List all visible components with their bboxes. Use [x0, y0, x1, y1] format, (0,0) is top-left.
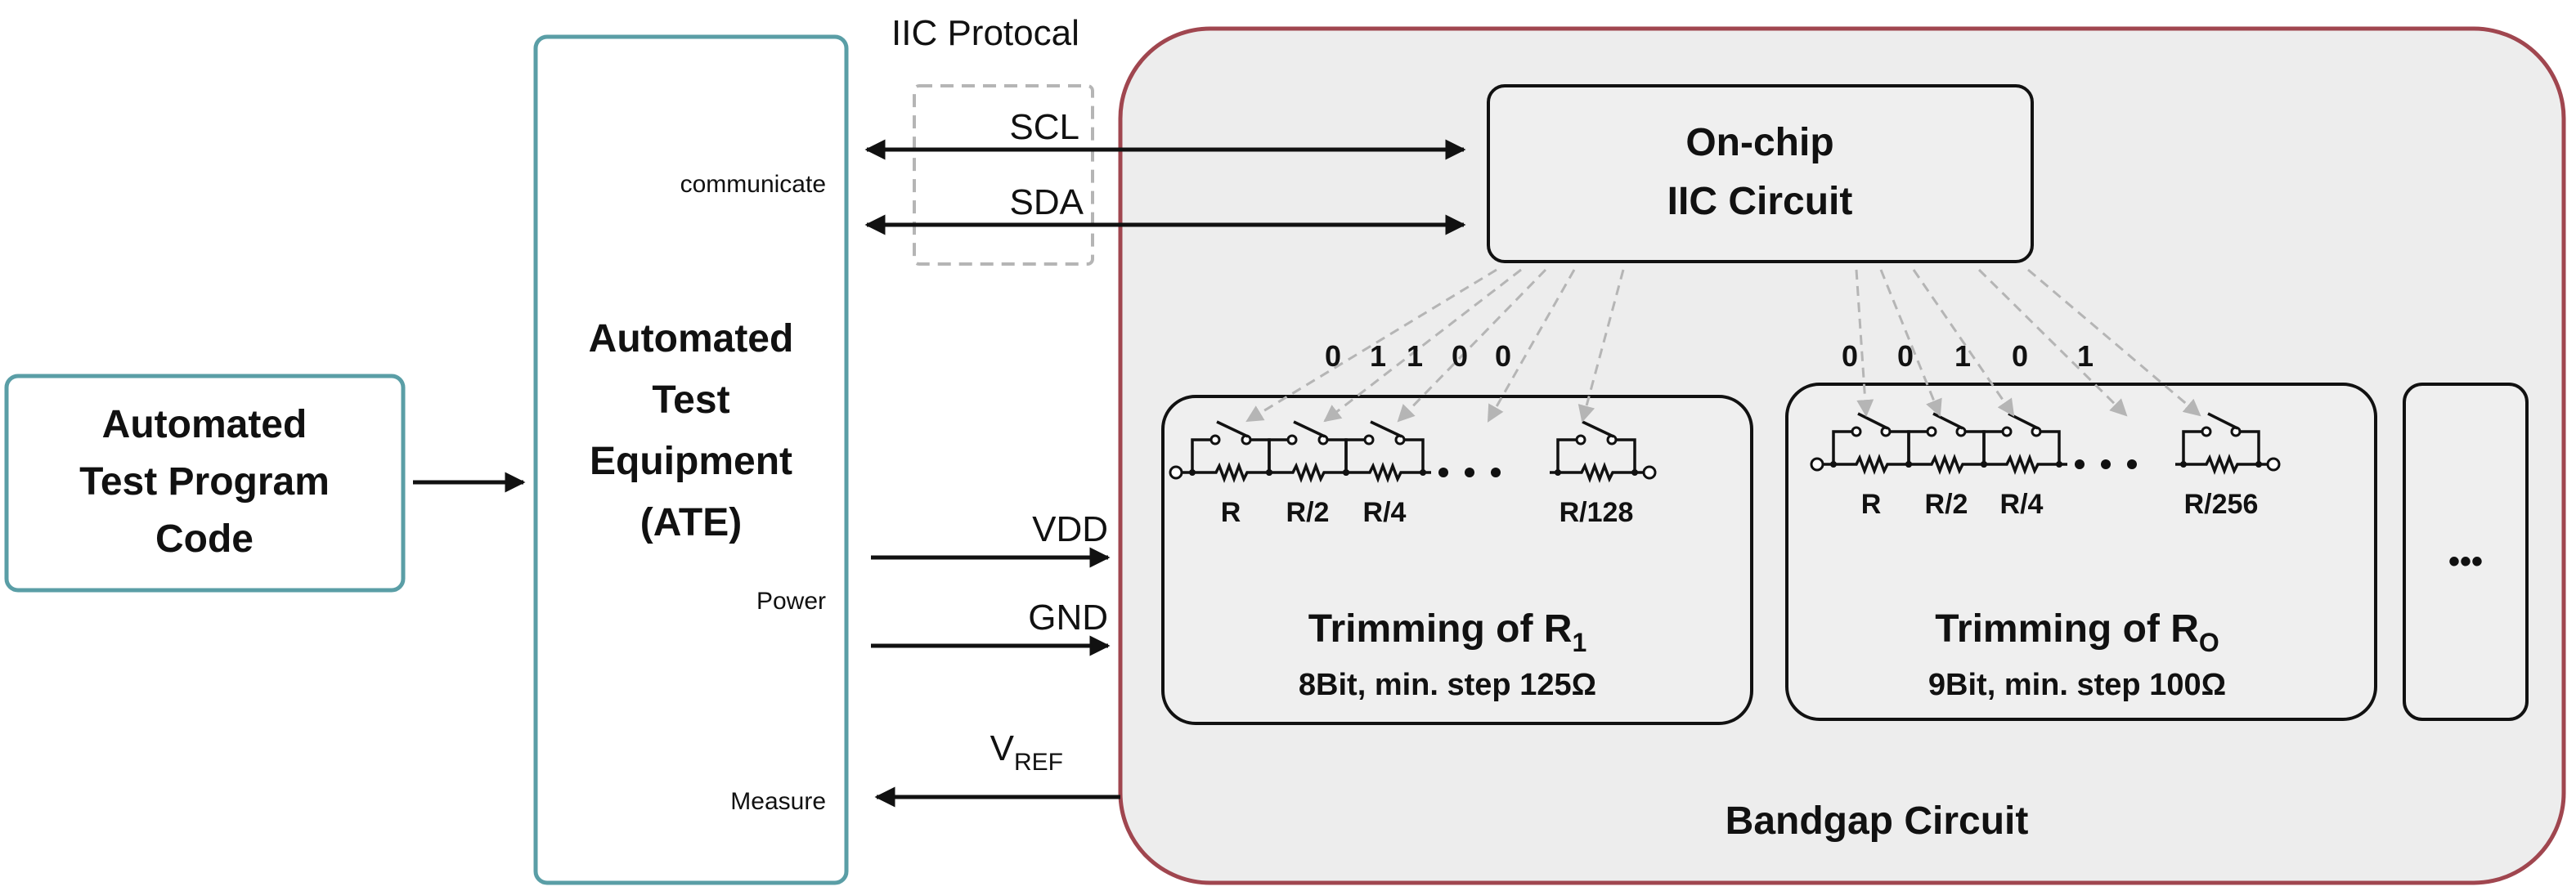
trim-ro-block: Trimming of RO 9Bit, min. step 100Ω: [1785, 383, 2377, 721]
resistor-segment: R/4: [1343, 420, 1426, 528]
trim-bit-value: 0: [1452, 339, 1468, 373]
terminal-icon: [2266, 457, 2281, 472]
control-signal-arrow: [1879, 269, 1942, 417]
trim-ro-spec: 9Bit, min. step 100Ω: [1928, 668, 2226, 702]
switch-icon: [1582, 420, 1614, 438]
iic-protocol-dashed-box: [913, 84, 1094, 266]
trim-ro-title: Trimming of RO: [1935, 607, 2219, 657]
trim-bit-value: 0: [1897, 339, 1914, 373]
program-line-2: Test Program: [79, 460, 330, 504]
control-signal-arrow: [1855, 269, 1874, 418]
resistor-label: R: [1221, 497, 1241, 528]
control-signal-arrow: [2027, 268, 2201, 417]
sda-label: SDA: [1010, 182, 1084, 222]
onchip-iic-circuit-box: On-chip IIC Circuit: [1487, 84, 2034, 263]
vdd-label: VDD: [1032, 509, 1108, 549]
trim-r1-spec: 8Bit, min. step 125Ω: [1299, 668, 1596, 702]
trim-bit-value: 0: [1325, 339, 1341, 373]
resistor-icon: [1558, 462, 1635, 483]
switch-icon: [2207, 412, 2238, 430]
control-signal-arrow: [1487, 269, 1576, 423]
control-signal-arrow: [1397, 268, 1547, 423]
ellipsis-dot: [1465, 468, 1474, 477]
ate-box: Automated Test Equipment (ATE) communica…: [533, 34, 849, 885]
control-signal-arrow: [1912, 269, 2015, 417]
control-signal-arrow: [1977, 268, 2128, 417]
switch-icon: [1370, 420, 1402, 438]
iic-circuit-line-2: IIC Circuit: [1667, 180, 1853, 223]
resistor-icon: [1833, 454, 1909, 475]
ellipsis-dot: [2101, 459, 2111, 469]
trim-bit-value: 0: [2012, 339, 2028, 373]
vref-label: VREF: [990, 728, 1063, 776]
control-signal-arrow: [1323, 268, 1522, 423]
ate-line-4: (ATE): [640, 501, 742, 544]
gnd-label: GND: [1028, 598, 1108, 638]
ellipsis-dot: [2075, 459, 2085, 469]
ate-line-2: Test: [652, 378, 729, 422]
resistor-icon: [1984, 454, 2059, 475]
trim-bit-value: 1: [2077, 339, 2094, 373]
program-line-1: Automated: [102, 403, 307, 446]
resistor-icon: [1192, 462, 1269, 483]
resistor-icon: [1269, 462, 1346, 483]
communicate-label: communicate: [680, 171, 826, 198]
more-trim-block: •••: [2403, 383, 2529, 721]
ellipsis-dot: [1438, 468, 1448, 477]
resistor-label: R/2: [1286, 497, 1330, 528]
trim_r1-resistor-ladder: R R/2 R/4 R/128: [1169, 420, 1657, 528]
ate-line-3: Equipment: [590, 440, 792, 483]
ellipsis-dot: [2127, 459, 2137, 469]
resistor-segment: R/4: [1981, 412, 2062, 520]
resistor-label: R: [1861, 489, 1882, 520]
program-line-3: Code: [155, 517, 254, 561]
more-ellipsis: •••: [2448, 544, 2483, 580]
scl-label: SCL: [1009, 107, 1079, 147]
trim-bit-value: 1: [1370, 339, 1386, 373]
resistor-icon: [1346, 462, 1423, 483]
resistor-icon: [1909, 454, 1984, 475]
trim-bit-value: 0: [1842, 339, 1858, 373]
resistor-label: R/128: [1560, 497, 1634, 528]
resistor-label: R/2: [1925, 489, 1968, 520]
ate-line-1: Automated: [589, 317, 794, 360]
resistor-label: R/4: [1363, 497, 1407, 528]
resistor-label: R/256: [2184, 489, 2259, 520]
trim-bit-value: 0: [1495, 339, 1511, 373]
terminal-icon: [1810, 457, 1824, 472]
measure-label: Measure: [730, 788, 826, 815]
iic-protocol-label: IIC Protocal: [891, 13, 1079, 53]
trim-r1-block: Trimming of R1 8Bit, min. step 125Ω: [1161, 395, 1753, 725]
bandgap-circuit-label: Bandgap Circuit: [1726, 799, 2029, 843]
trim-bit-value: 1: [1407, 339, 1423, 373]
switch-icon: [1216, 420, 1249, 438]
resistor-label: R/4: [2000, 489, 2044, 520]
resistor-icon: [2183, 454, 2259, 475]
power-label: Power: [756, 588, 826, 615]
ellipsis-dot: [1491, 468, 1501, 477]
terminal-icon: [1642, 465, 1657, 480]
program-code-box: Automated Test Program Code: [4, 374, 406, 593]
iic-circuit-line-1: On-chip: [1685, 121, 1833, 164]
resistor-segment: R/128: [1555, 420, 1638, 528]
switch-icon: [1293, 420, 1326, 438]
trim-bit-value: 1: [1954, 339, 1971, 373]
trim-r1-title: Trimming of R1: [1308, 607, 1586, 657]
control-signal-arrow: [1577, 269, 1625, 423]
terminal-icon: [1169, 465, 1183, 480]
